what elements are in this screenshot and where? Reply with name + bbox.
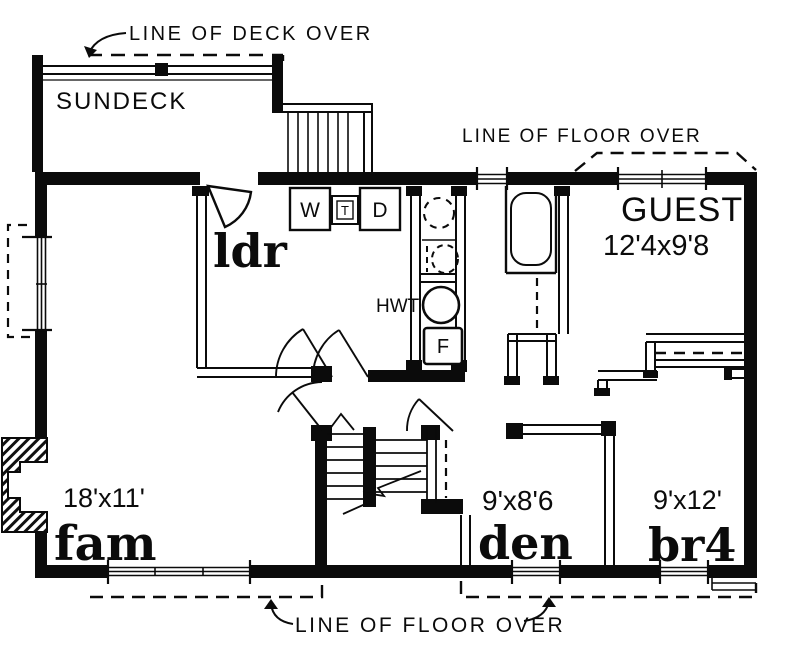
- window-well-dashed: [6, 223, 30, 339]
- bathtub-inner: [510, 192, 552, 266]
- floor-bottom-arrowhead-right: [542, 597, 556, 607]
- laundry-tub-inner: [336, 200, 354, 220]
- floor-over-bottom-dashed-right: [459, 581, 758, 599]
- hot-water-tank-circle: [421, 285, 461, 325]
- doors: [206, 184, 454, 432]
- sundeck: [32, 53, 285, 172]
- window-top-hall: [475, 167, 509, 190]
- stair-centre-rail: [363, 427, 376, 507]
- laundry-appliances: [288, 186, 402, 232]
- entry-door-leaf: [206, 184, 253, 229]
- stairs: [311, 412, 463, 567]
- br4-dims: 9'x12': [653, 485, 722, 515]
- window-left-wall: [6, 223, 52, 339]
- hwt-label: HWT: [376, 296, 420, 317]
- floor-over-top-label: LINE OF FLOOR OVER: [462, 126, 702, 147]
- understair-closet: [460, 515, 471, 565]
- dryer-label: D: [372, 199, 387, 222]
- den-label: den: [478, 516, 573, 570]
- furnace-box: [422, 326, 464, 366]
- den-dims: 9'x8'6: [482, 485, 553, 516]
- family-room-dims: 18'x11': [63, 483, 145, 513]
- window-family: [106, 560, 252, 584]
- laundry-west-wall: [196, 186, 207, 368]
- bathtub: [504, 186, 558, 275]
- floor-bottom-arrowhead-left: [264, 599, 278, 609]
- deck-arrowhead: [84, 46, 97, 58]
- guest-west-wall: [558, 186, 569, 334]
- window-br4: [658, 560, 710, 584]
- furnace-label: F: [437, 336, 449, 358]
- stair-west-wall: [315, 427, 327, 567]
- labels: LINE OF DECK OVER SUNDECK LINE OF FLOOR …: [54, 23, 743, 637]
- den-door: [406, 398, 454, 432]
- washer-box: [288, 186, 332, 232]
- fireplace: [1, 437, 48, 533]
- laundry-room-label: ldr: [213, 224, 288, 278]
- window-den: [510, 560, 562, 584]
- deck-over-label: LINE OF DECK OVER: [129, 23, 373, 45]
- stair-break-line: [342, 470, 422, 515]
- stair-peak-mark: [328, 412, 355, 431]
- br4-north-wall: [597, 368, 744, 392]
- exterior-walls: [35, 172, 757, 578]
- overhang-lines: [90, 151, 758, 599]
- sink-roughin-dashed: [423, 197, 455, 229]
- sundeck-label: SUNDECK: [56, 88, 187, 115]
- basement-step: [711, 578, 756, 591]
- hall-door-3: [277, 381, 323, 431]
- deck-rail-post: [155, 63, 168, 76]
- furnace-alcove-south-wall: [368, 370, 465, 382]
- hall-door-2: [312, 329, 369, 378]
- stair-post-ne: [421, 425, 440, 440]
- bath-fixtures: [421, 197, 464, 366]
- washer-label: W: [300, 199, 320, 222]
- floor-over-top-dashed: [574, 151, 757, 172]
- annotation-arrows: [84, 32, 556, 625]
- stair-newel-post: [311, 425, 332, 441]
- br4-label: br4: [648, 518, 736, 572]
- family-room-label: fam: [54, 516, 157, 572]
- window-guest: [616, 167, 708, 190]
- floor-over-bottom-dashed-left: [90, 581, 324, 599]
- laundry-tub-label: T: [341, 203, 349, 218]
- toilet-roughin-dashed: [431, 244, 459, 274]
- deck-stairs: [272, 103, 373, 172]
- deck-rail-right: [272, 55, 283, 112]
- stair-post-se: [421, 499, 463, 514]
- floor-over-bottom-label: LINE OF FLOOR OVER: [295, 614, 565, 637]
- wall-posts: [192, 186, 732, 439]
- linen-closet-walls: [507, 278, 557, 383]
- windows: [6, 167, 756, 591]
- dryer-box: [358, 186, 402, 232]
- hall-north-wall: [197, 367, 313, 378]
- den-north-wall: [512, 424, 614, 435]
- guest-room-label: GUEST: [621, 191, 743, 229]
- guest-room-dims: 12'4x9'8: [603, 230, 709, 262]
- br4-west-wall: [604, 434, 615, 565]
- deck-rail-left: [32, 55, 43, 172]
